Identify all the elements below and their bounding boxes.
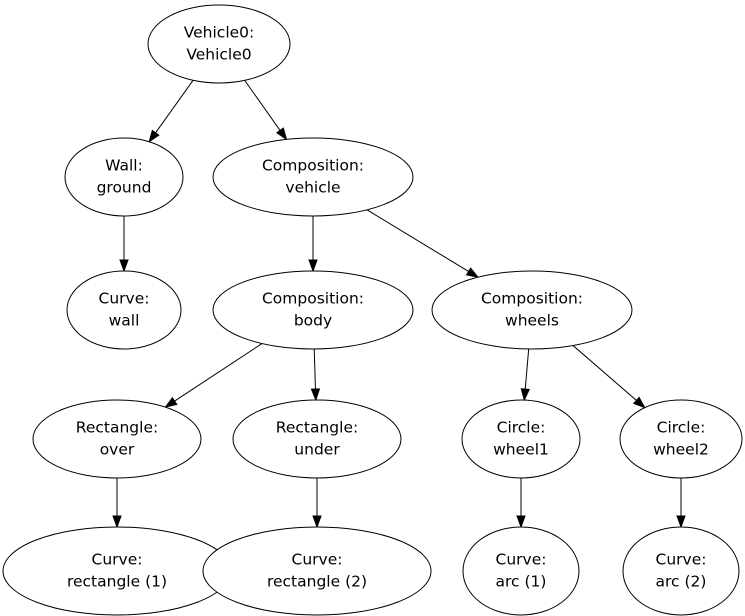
node-vehicle0[interactable]: Vehicle0: Vehicle0 (147, 4, 291, 84)
node-label-type-rectangle-over: Rectangle: (76, 419, 158, 437)
node-shape-circle-wheel2 (619, 399, 743, 479)
node-label-type-curve-arc-1: Curve: (496, 551, 547, 569)
node-shape-wall-ground (64, 137, 184, 217)
node-shape-vehicle0 (147, 4, 291, 84)
node-label-type-vehicle0: Vehicle0: (184, 24, 255, 42)
edge-composition-body-to-rectangle-over (174, 343, 263, 402)
node-shape-circle-wheel1 (461, 399, 581, 479)
node-composition-wheels[interactable]: Composition: wheels (431, 270, 633, 350)
node-composition-vehicle[interactable]: Composition: vehicle (212, 137, 414, 217)
node-shape-composition-vehicle (212, 137, 414, 217)
arrowhead-icon (308, 259, 318, 273)
edges-layer (112, 80, 686, 529)
arrowhead-icon (164, 396, 178, 408)
arrowhead-icon (312, 515, 322, 529)
node-shape-rectangle-over (32, 399, 202, 479)
node-circle-wheel2[interactable]: Circle: wheel2 (619, 399, 743, 479)
node-label-type-wall-ground: Wall: (105, 157, 143, 175)
edge-composition-body-to-rectangle-under (313, 348, 316, 390)
node-curve-wall[interactable]: Curve: wall (66, 270, 182, 350)
node-label-name-rectangle-under: under (294, 441, 340, 459)
node-label-name-circle-wheel2: wheel2 (653, 441, 709, 459)
nodes-layer: Vehicle0:Vehicle0Wall:groundComposition:… (2, 4, 743, 616)
node-rectangle-over[interactable]: Rectangle: over (32, 399, 202, 479)
arrowhead-icon (148, 129, 160, 143)
node-label-type-composition-vehicle: Composition: (262, 157, 364, 175)
node-label-name-vehicle0: Vehicle0 (186, 46, 251, 64)
node-label-name-circle-wheel1: wheel1 (493, 441, 549, 459)
node-label-name-composition-wheels: wheels (505, 312, 559, 330)
node-label-type-circle-wheel2: Circle: (657, 419, 706, 437)
node-curve-rectangle-1[interactable]: Curve: rectangle (1) (2, 526, 232, 616)
node-label-type-rectangle-under: Rectangle: (276, 419, 358, 437)
edge-composition-wheels-to-circle-wheel2 (572, 345, 637, 401)
arrowhead-icon (310, 388, 321, 402)
node-curve-rectangle-2[interactable]: Curve: rectangle (2) (202, 526, 432, 616)
node-label-type-curve-arc-2: Curve: (656, 551, 707, 569)
node-curve-arc-2[interactable]: Curve: arc (2) (622, 526, 740, 616)
node-label-type-composition-wheels: Composition: (481, 290, 583, 308)
arrowhead-icon (676, 515, 686, 529)
node-label-name-curve-rectangle-2: rectangle (2) (267, 573, 367, 591)
arrowhead-icon (112, 515, 122, 529)
arrowhead-icon (520, 388, 530, 402)
node-curve-arc-1[interactable]: Curve: arc (1) (462, 526, 580, 616)
arrowhead-icon (632, 396, 646, 409)
node-label-type-circle-wheel1: Circle: (497, 419, 546, 437)
node-shape-curve-rectangle-2 (202, 526, 432, 616)
node-shape-curve-rectangle-1 (2, 526, 232, 616)
node-label-name-curve-rectangle-1: rectangle (1) (67, 573, 167, 591)
node-label-type-curve-rectangle-1: Curve: (92, 551, 143, 569)
node-label-name-curve-arc-2: arc (2) (656, 573, 707, 591)
node-shape-rectangle-under (232, 399, 402, 479)
node-shape-composition-wheels (431, 270, 633, 350)
node-composition-body[interactable]: Composition: body (212, 270, 414, 350)
arrowhead-icon (516, 515, 526, 529)
node-shape-curve-arc-2 (622, 526, 740, 616)
node-label-name-curve-wall: wall (109, 312, 140, 330)
node-label-name-composition-body: body (294, 312, 332, 330)
edge-composition-vehicle-to-composition-wheels (366, 209, 469, 272)
node-shape-curve-arc-1 (462, 526, 580, 616)
node-wall-ground[interactable]: Wall: ground (64, 137, 184, 217)
node-label-type-curve-wall: Curve: (99, 290, 150, 308)
node-rectangle-under[interactable]: Rectangle: under (232, 399, 402, 479)
node-label-name-composition-vehicle: vehicle (285, 179, 340, 197)
arrowhead-icon (119, 259, 129, 273)
node-shape-composition-body (212, 270, 414, 350)
node-circle-wheel1[interactable]: Circle: wheel1 (461, 399, 581, 479)
edge-vehicle0-to-wall-ground (155, 80, 194, 134)
edge-composition-wheels-to-circle-wheel1 (524, 348, 530, 390)
node-shape-curve-wall (66, 270, 182, 350)
node-label-name-rectangle-over: over (100, 441, 135, 459)
node-label-name-wall-ground: ground (97, 179, 152, 197)
edge-vehicle0-to-composition-vehicle (244, 80, 281, 131)
node-label-type-curve-rectangle-2: Curve: (292, 551, 343, 569)
node-label-name-curve-arc-1: arc (1) (496, 573, 547, 591)
arrowhead-icon (465, 267, 480, 278)
arrowhead-icon (275, 127, 288, 141)
node-label-type-composition-body: Composition: (262, 290, 364, 308)
